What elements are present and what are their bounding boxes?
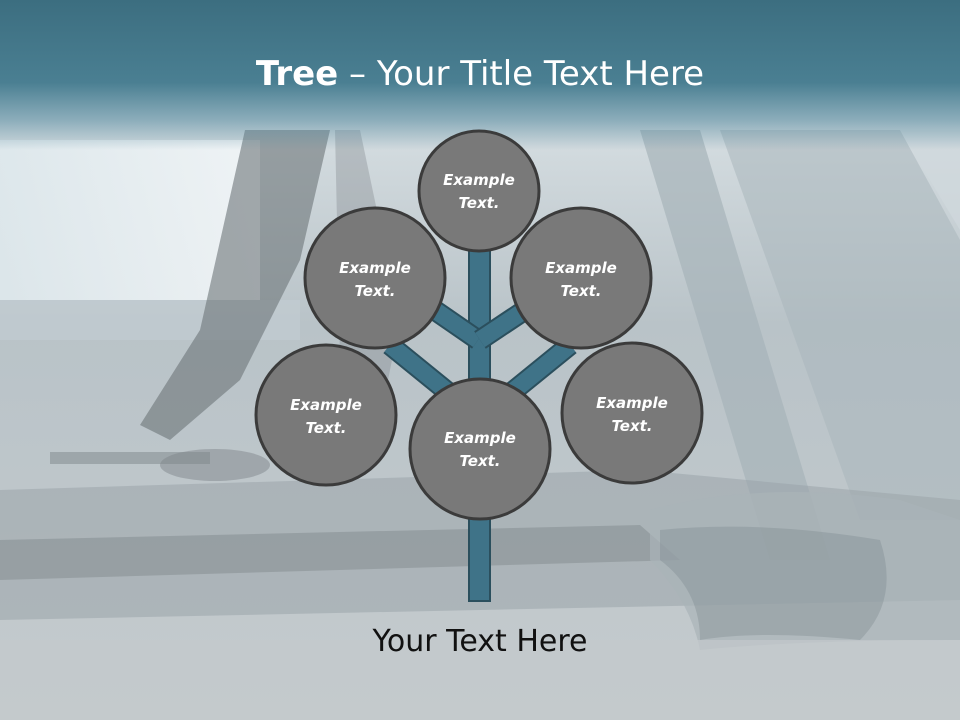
svg-text:Text.: Text. — [560, 282, 601, 300]
svg-text:Example: Example — [596, 394, 668, 412]
tree-node-lower-left: Example Text. — [254, 343, 398, 487]
tree-node-upper-left: Example Text. — [303, 206, 447, 350]
svg-text:Example: Example — [545, 259, 617, 277]
caption-text: Your Text Here — [372, 624, 588, 659]
tree-node-center: Example Text. — [408, 377, 552, 521]
svg-text:Text.: Text. — [305, 419, 346, 437]
tree-node-upper-right: Example Text. — [509, 206, 653, 350]
slide-title: Tree – Your Title Text Here — [0, 52, 960, 96]
svg-text:Example: Example — [339, 259, 411, 277]
tree-node-lower-right: Example Text. — [560, 341, 704, 485]
svg-text:Text.: Text. — [458, 194, 499, 212]
header-band — [0, 0, 960, 150]
svg-text:Text.: Text. — [354, 282, 395, 300]
svg-text:Example: Example — [444, 429, 516, 447]
svg-text:Text.: Text. — [459, 452, 500, 470]
svg-text:Text.: Text. — [611, 417, 652, 435]
svg-text:Example: Example — [443, 171, 515, 189]
svg-text:Example: Example — [290, 396, 362, 414]
tree-node-top: Example Text. — [417, 129, 541, 253]
title-bold-part: Tree — [255, 54, 339, 94]
title-rest-part: – Your Title Text Here — [338, 54, 705, 94]
